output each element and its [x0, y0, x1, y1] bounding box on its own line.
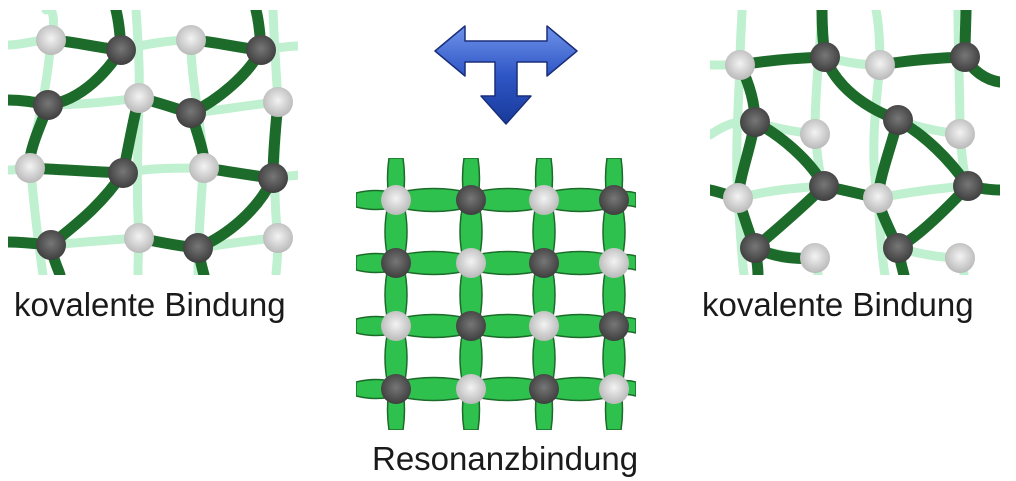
resonance-bonds — [356, 158, 636, 430]
atoms — [381, 185, 629, 404]
t-shaped-double-arrow-icon — [434, 25, 578, 125]
caption-resonance: Resonanzbindung — [372, 440, 639, 477]
atoms — [15, 25, 293, 263]
caption-covalent-right: kovalente Bindung — [702, 286, 974, 323]
lattice-covalent-left — [8, 10, 298, 275]
caption-covalent-left: kovalente Bindung — [14, 286, 286, 323]
lattice-covalent-right — [710, 10, 1000, 275]
lattice-resonance — [356, 158, 636, 430]
atoms — [723, 42, 983, 273]
